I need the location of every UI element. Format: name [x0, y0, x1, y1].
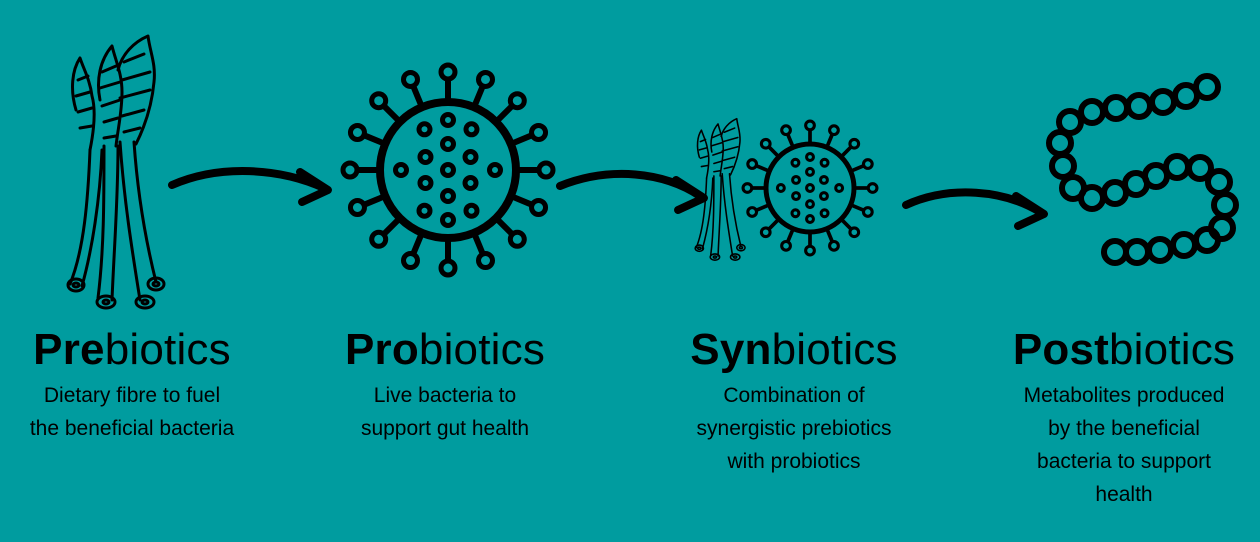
arrow-icon — [556, 170, 708, 214]
stage-title-bold: Pre — [33, 325, 105, 374]
stage-title-bold: Post — [1012, 325, 1110, 374]
arrow-icon — [168, 167, 332, 206]
stage-description: Metabolites produced by the beneficial b… — [974, 379, 1260, 511]
stage-title-bold: Pro — [344, 325, 419, 374]
stage-description: Combination of synergistic prebiotics wi… — [644, 379, 944, 478]
asparagus-and-bacterium-icon — [694, 117, 879, 261]
bacterium-icon — [340, 62, 556, 278]
description-line: bacteria to support — [1037, 450, 1211, 473]
stage-synbiotics: Synbiotics Combination of synergistic pr… — [644, 322, 944, 478]
stage-title-rest: biotics — [104, 325, 231, 374]
stage-title: Synbiotics — [644, 322, 944, 378]
stage-title: Prebiotics — [0, 322, 282, 378]
stage-description: Dietary fibre to fuel the beneficial bac… — [0, 379, 282, 445]
description-line: support gut health — [360, 417, 530, 440]
arrow-icon — [902, 188, 1048, 230]
description-line: health — [1095, 483, 1153, 506]
stage-title: Postbiotics — [974, 322, 1260, 378]
description-line: Metabolites produced — [1023, 384, 1225, 407]
description-line: with probiotics — [727, 450, 861, 473]
stage-title-rest: biotics — [1109, 325, 1236, 374]
asparagus-icon — [66, 34, 166, 310]
description-line: Dietary fibre to fuel — [43, 384, 221, 407]
stage-prebiotics: Prebiotics Dietary fibre to fuel the ben… — [0, 322, 282, 445]
stage-probiotics: Probiotics Live bacteria to support gut … — [295, 322, 595, 445]
stage-title-rest: biotics — [771, 325, 898, 374]
description-line: Combination of — [723, 384, 865, 407]
description-line: by the beneficial — [1048, 417, 1200, 440]
stage-title-rest: biotics — [418, 325, 546, 374]
stage-postbiotics: Postbiotics Metabolites produced by the … — [974, 322, 1260, 511]
description-line: synergistic prebiotics — [696, 417, 892, 440]
description-line: Live bacteria to — [373, 384, 517, 407]
stage-description: Live bacteria to support gut health — [295, 379, 595, 445]
metabolite-chain-icon — [1046, 73, 1239, 266]
stage-title: Probiotics — [295, 322, 595, 378]
description-line: the beneficial bacteria — [29, 417, 235, 440]
stage-title-bold: Syn — [690, 325, 772, 374]
